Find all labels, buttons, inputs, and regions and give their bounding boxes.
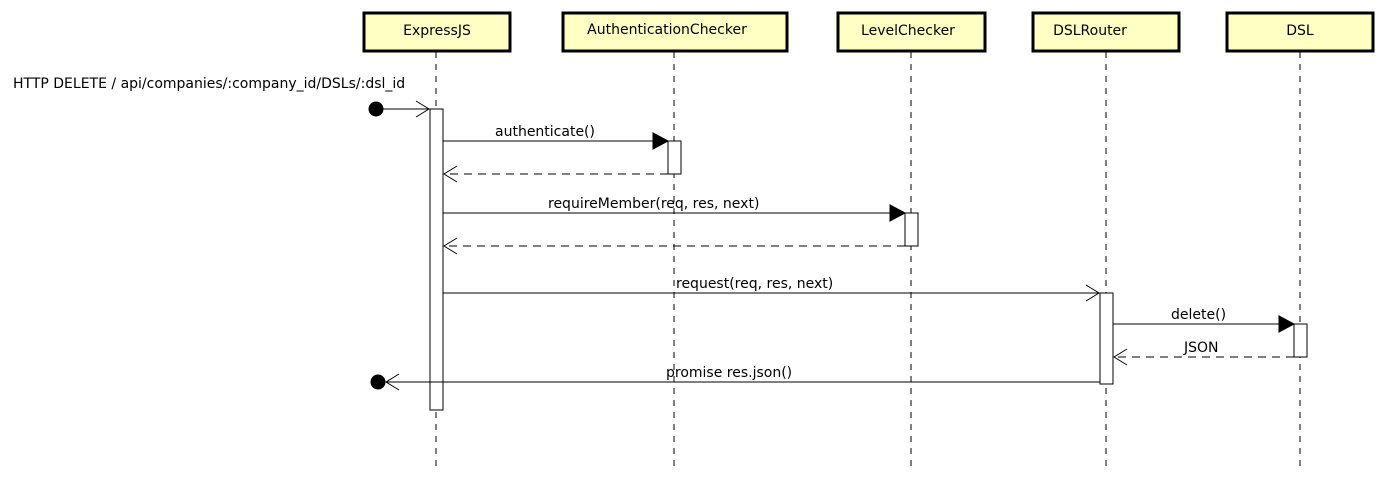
activation-levelchecker <box>904 212 919 247</box>
message-authenticate-label: authenticate() <box>495 124 595 140</box>
participant-dslrouter: DSLRouter <box>1031 11 1181 53</box>
activation-dsl <box>1293 323 1308 358</box>
open-arrowhead <box>1085 284 1100 302</box>
participant-expressjs-label: ExpressJS <box>403 23 471 39</box>
participant-authenticationchecker-label: AuthenticationChecker <box>587 22 747 38</box>
participant-levelchecker-label: LevelChecker <box>861 23 955 39</box>
participant-dslrouter-label: DSLRouter <box>1053 23 1127 39</box>
message-promise-response: promise res.json() <box>370 365 1100 391</box>
filled-arrowhead <box>652 132 670 150</box>
message-require-member: requireMember(req, res, next) <box>443 196 907 222</box>
message-json-return: JSON <box>1113 340 1294 366</box>
message-json-label: JSON <box>1183 340 1219 356</box>
participant-dsl-label: DSL <box>1286 23 1314 39</box>
open-arrowhead <box>415 100 430 118</box>
filled-arrowhead <box>889 204 907 222</box>
filled-arrowhead <box>1278 315 1296 333</box>
message-incoming-request: HTTP DELETE / api/companies/:company_id/… <box>13 76 430 118</box>
message-incoming-label: HTTP DELETE / api/companies/:company_id/… <box>13 76 405 92</box>
participant-dsl: DSL <box>1225 11 1375 53</box>
open-arrowhead <box>443 165 458 183</box>
participant-expressjs: ExpressJS <box>362 11 512 53</box>
open-arrowhead <box>443 237 458 255</box>
message-promise-label: promise res.json() <box>666 365 792 381</box>
participant-authenticationchecker: AuthenticationChecker <box>561 11 789 53</box>
message-require-member-return <box>443 237 905 255</box>
message-request-label: request(req, res, next) <box>676 276 833 292</box>
activation-authenticationchecker <box>667 140 682 175</box>
lost-message-dot <box>370 374 386 390</box>
message-authenticate-return <box>443 165 668 183</box>
participant-levelchecker: LevelChecker <box>836 11 987 53</box>
activation-dslrouter <box>1099 292 1114 385</box>
activation-expressjs <box>429 108 444 411</box>
message-require-member-label: requireMember(req, res, next) <box>548 196 759 212</box>
open-arrowhead <box>1113 348 1128 366</box>
message-authenticate: authenticate() <box>443 124 670 150</box>
message-delete: delete() <box>1113 307 1296 333</box>
message-delete-label: delete() <box>1171 307 1226 323</box>
open-arrowhead <box>385 373 400 391</box>
message-request: request(req, res, next) <box>443 276 1100 302</box>
